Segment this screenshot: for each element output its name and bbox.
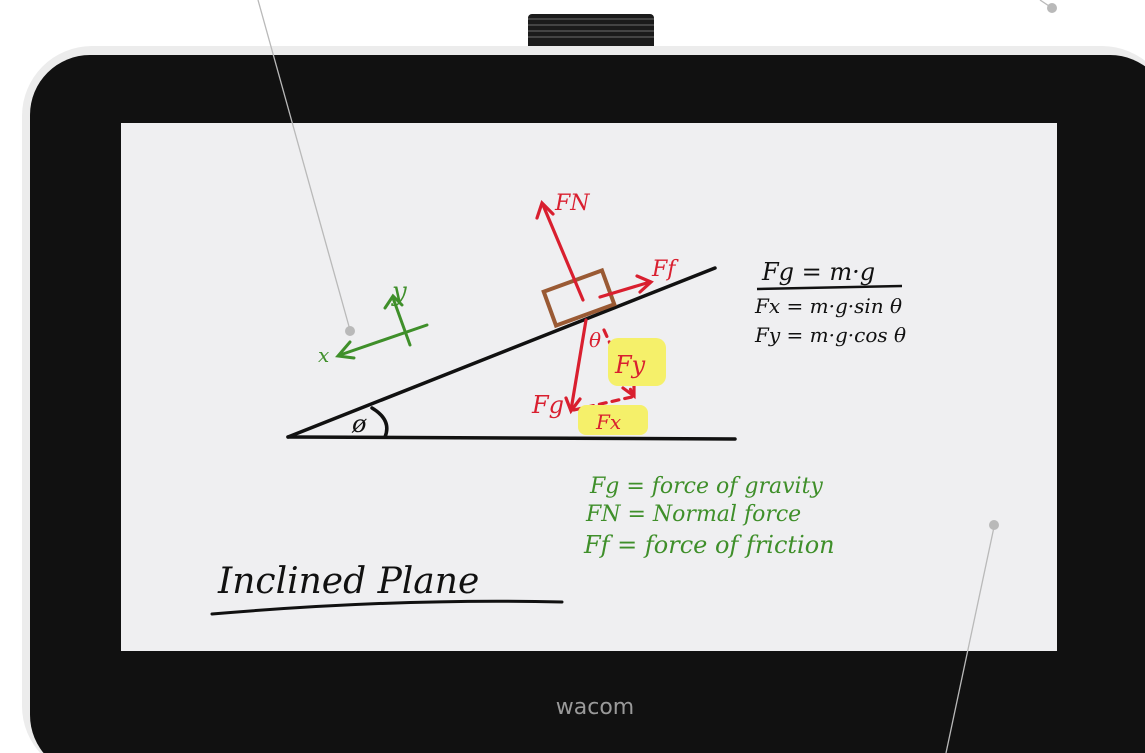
drawing-title: Inclined Plane bbox=[217, 561, 479, 602]
axis-y-label: y bbox=[391, 277, 407, 307]
equation-2: Fx = m·g·sin θ bbox=[754, 294, 902, 318]
callout-dot bbox=[989, 520, 999, 530]
block bbox=[541, 267, 617, 329]
incline-lines bbox=[286, 266, 737, 441]
fy-highlight bbox=[608, 338, 666, 386]
equation-3: Fy = m·g·cos θ bbox=[754, 323, 906, 347]
drawing-screen[interactable] bbox=[121, 123, 1057, 651]
definition-3: Ff = force of friction bbox=[583, 531, 835, 559]
definition-1: Fg = force of gravity bbox=[589, 474, 823, 499]
definition-2: FN = Normal force bbox=[585, 502, 801, 527]
label-ff: Ff bbox=[651, 257, 679, 282]
label-fn: FN bbox=[554, 191, 590, 216]
brand-logo: wacom bbox=[556, 695, 634, 720]
axis-x-label: x bbox=[318, 343, 329, 367]
fx-highlight bbox=[578, 405, 648, 435]
label-fx: Fx bbox=[595, 410, 621, 434]
callout-dot bbox=[1047, 3, 1057, 13]
label-fy: Fy bbox=[614, 351, 646, 379]
label-fg: Fg bbox=[531, 391, 564, 419]
angle-symbol: ø bbox=[351, 410, 367, 438]
force-vectors bbox=[535, 200, 654, 415]
equation-divider bbox=[756, 284, 903, 291]
title-underline bbox=[210, 599, 564, 616]
coordinate-axes bbox=[335, 293, 429, 360]
callout-dot bbox=[345, 326, 355, 336]
equation-1: Fg = m·g bbox=[761, 258, 875, 286]
label-theta: θ bbox=[589, 328, 601, 352]
